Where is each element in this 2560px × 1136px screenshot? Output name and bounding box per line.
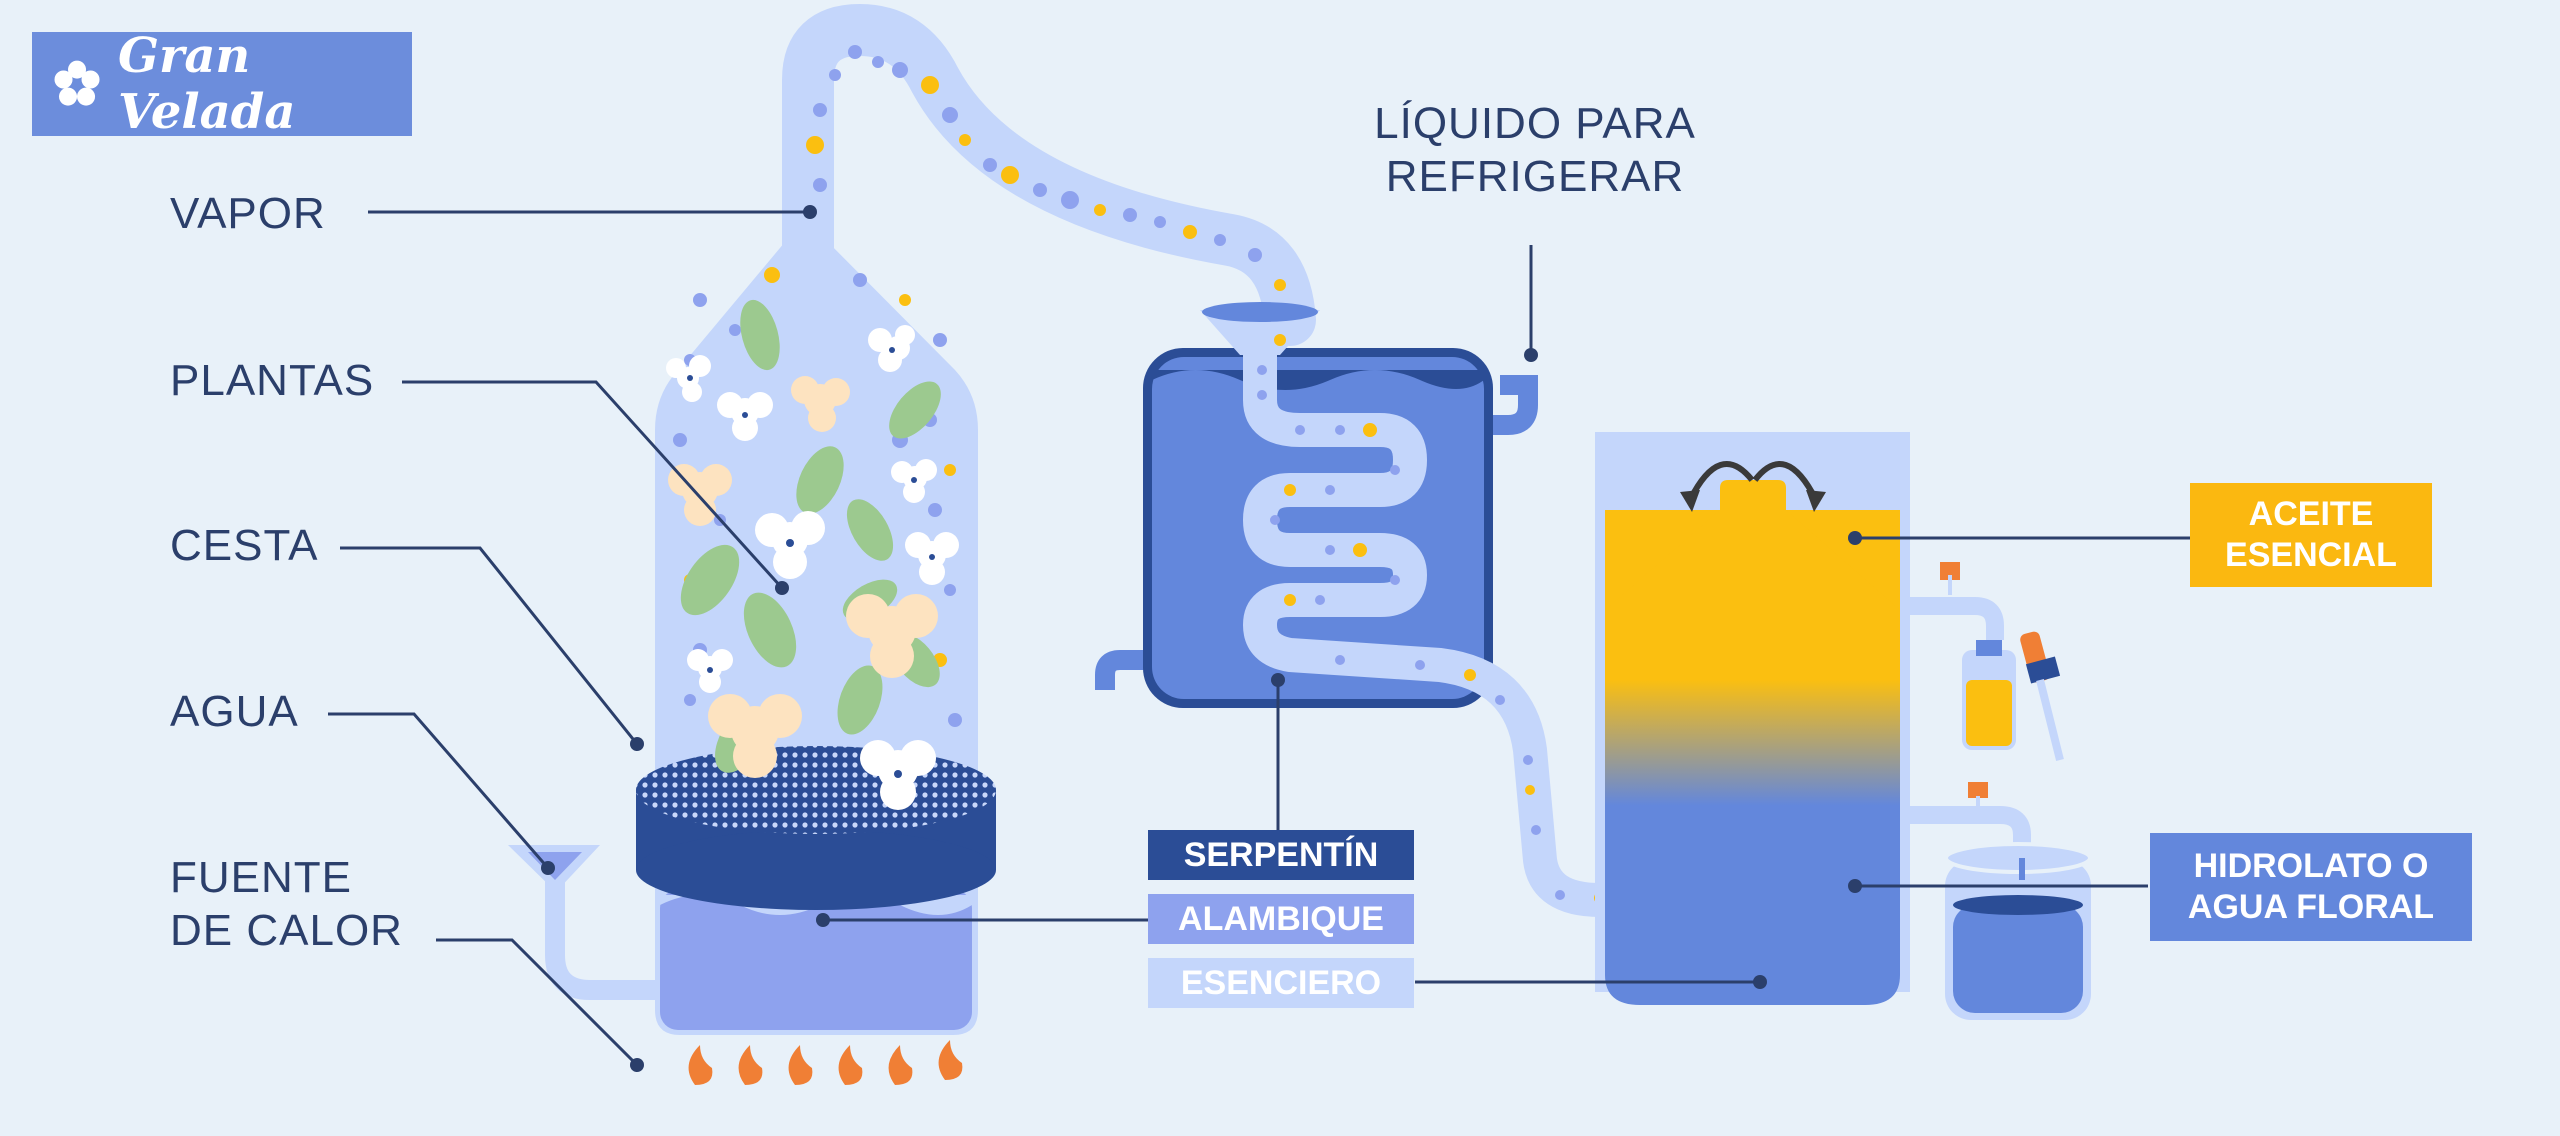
flower-icon <box>54 60 100 106</box>
label-fuente-line2: DE CALOR <box>170 905 403 955</box>
label-vapor: VAPOR <box>170 189 326 238</box>
tag-hidrolato-line1: HIDROLATO O <box>2193 847 2429 886</box>
label-liquido-para-refrigerar: LÍQUIDO PARA REFRIGERAR <box>1355 98 1715 204</box>
vapor-dots <box>673 45 1286 727</box>
essencier <box>1595 432 2092 1020</box>
brand-name: Gran Velada <box>118 28 296 140</box>
tag-hidrolato-line2: AGUA FLORAL <box>2187 888 2435 926</box>
heat-source-flames <box>688 1040 963 1085</box>
tag-aceite-line1: ACEITE <box>2248 495 2374 534</box>
tag-aceite-line2: ESENCIAL <box>2225 536 2397 574</box>
label-agua: AGUA <box>170 687 299 736</box>
coil-tank <box>1095 302 1617 917</box>
tag-hidrolato: HIDROLATO O AGUA FLORAL <box>2150 833 2472 941</box>
label-cesta: CESTA <box>170 521 319 570</box>
tag-esenciero: ESENCIERO <box>1148 958 1414 1008</box>
tag-alambique: ALAMBIQUE <box>1148 894 1414 944</box>
label-liquido-line1: LÍQUIDO PARA <box>1374 99 1696 148</box>
leader-lines <box>328 210 2190 1067</box>
leader-dots <box>541 205 1862 1072</box>
label-plantas: PLANTAS <box>170 356 375 405</box>
label-fuente-de-calor: FUENTE DE CALOR <box>170 852 403 958</box>
tag-serpentin: SERPENTÍN <box>1148 830 1414 880</box>
plants <box>666 299 959 810</box>
tag-aceite-esencial: ACEITE ESENCIAL <box>2190 483 2432 587</box>
label-liquido-line2: REFRIGERAR <box>1385 151 1685 201</box>
label-fuente-line1: FUENTE <box>170 853 352 902</box>
brand-logo: Gran Velada <box>32 28 412 140</box>
